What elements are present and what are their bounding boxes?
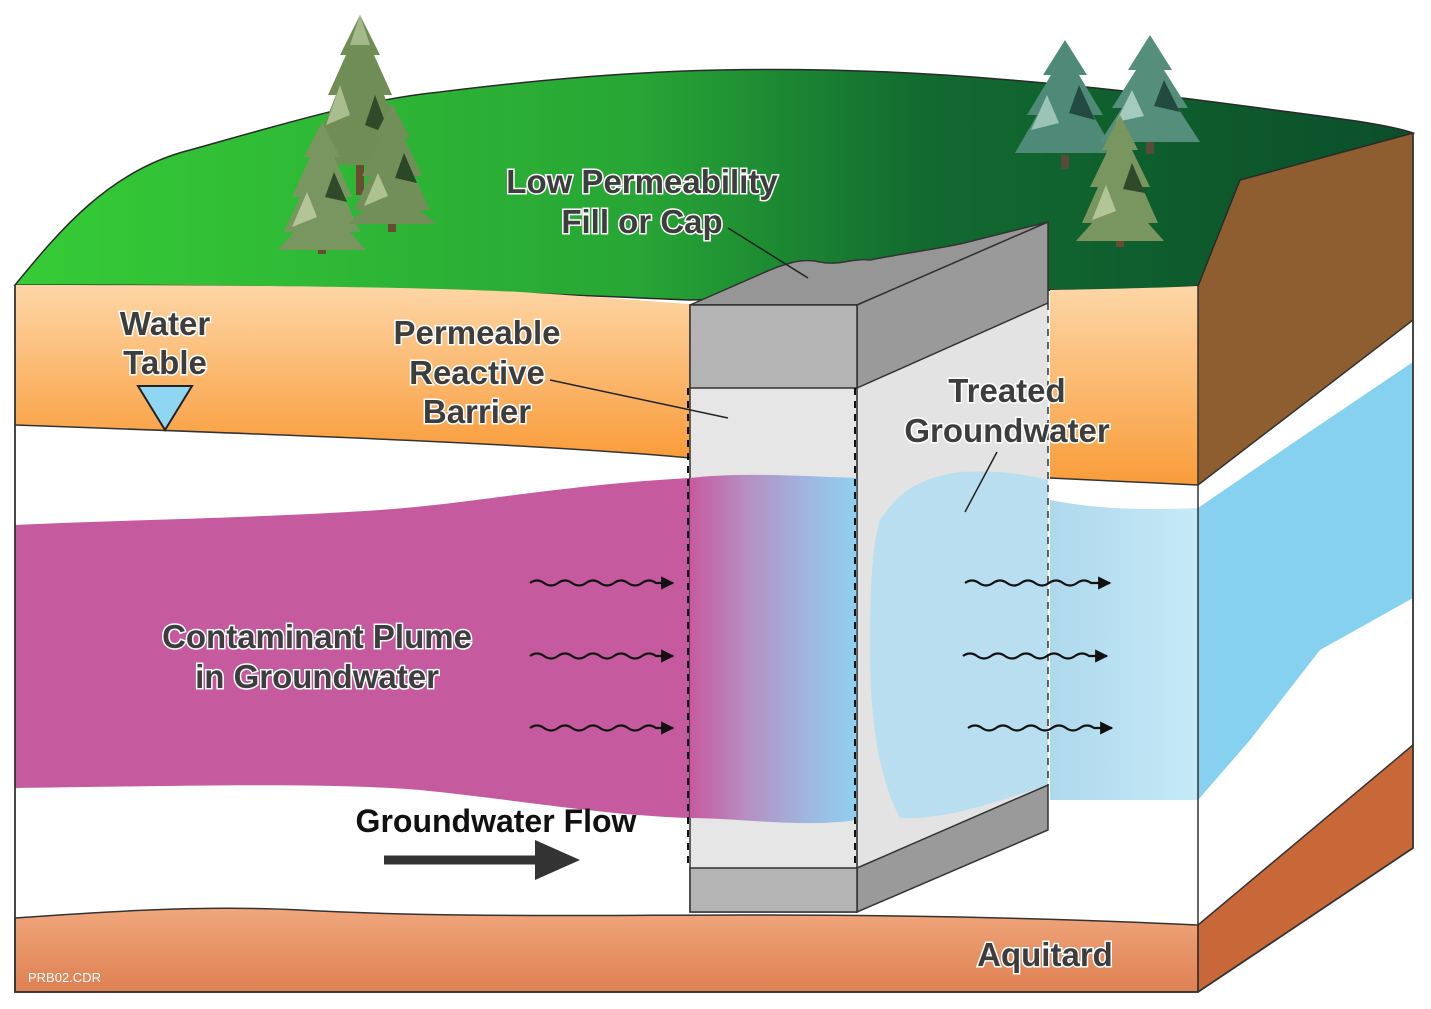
tree-icon [348,103,436,232]
treated-water-in-barrier [870,471,1048,819]
aquitard-side-face [1198,745,1413,992]
cap-label-line2: Fill or Cap [561,203,722,240]
reactive-barrier [687,220,1049,914]
groundwater-flow-arrow-icon [384,840,580,880]
flow-arrows-untreated [529,576,675,735]
prb-label-line2: Reactive [409,354,545,391]
tree-icon [1076,115,1164,247]
treated-label-line1: Treated [948,372,1065,409]
wave-arrow-icon [529,576,675,590]
unsaturated-soil-front [15,285,690,458]
water-table-label-line2: Table [123,344,207,381]
wave-arrow-icon [529,721,675,735]
wave-arrow-icon [529,649,675,663]
barrier-front-bottom [689,867,858,913]
wave-arrow-icon [962,649,1109,663]
trees-left [278,15,436,254]
block-right-side [1197,133,1414,992]
prb-label-line1: Permeable [394,314,561,351]
cap-label-line1: Low Permeability [506,163,778,200]
treated-water-side [1198,362,1413,800]
soil-side-face [1198,133,1413,485]
file-code-label: PRB02.CDR [28,970,101,985]
tree-icon [1015,40,1115,169]
flow-label: Groundwater Flow [356,803,637,839]
wave-arrow-icon [967,721,1114,735]
treated-plume-right [1050,500,1198,800]
barrier-top-cap [689,221,1049,306]
barrier-front-cap [689,304,858,389]
unsaturated-soil-front-right [1050,286,1198,485]
prb-leader-line [549,379,729,419]
plume-transition [690,474,857,824]
plume-label-line1: Contaminant Plume [162,618,472,655]
water-table-triangle-icon [136,385,194,432]
contaminant-plume [15,478,690,818]
flow-arrows-treated [962,576,1114,735]
wave-arrow-icon [964,576,1112,590]
cap-leader-line [727,227,809,279]
tree-icon [1100,35,1200,154]
plume-label-line2: in Groundwater [195,658,439,695]
treated-label-line2: Groundwater [904,412,1110,449]
tree-icon [278,122,366,254]
prb-label-line3: Barrier [423,393,531,430]
aquitard-label: Aquitard [977,936,1113,973]
water-table-label-line1: Water [120,305,211,342]
trees-right [1015,35,1200,247]
treated-leader-line [964,451,998,513]
aquitard-front [14,907,1199,993]
